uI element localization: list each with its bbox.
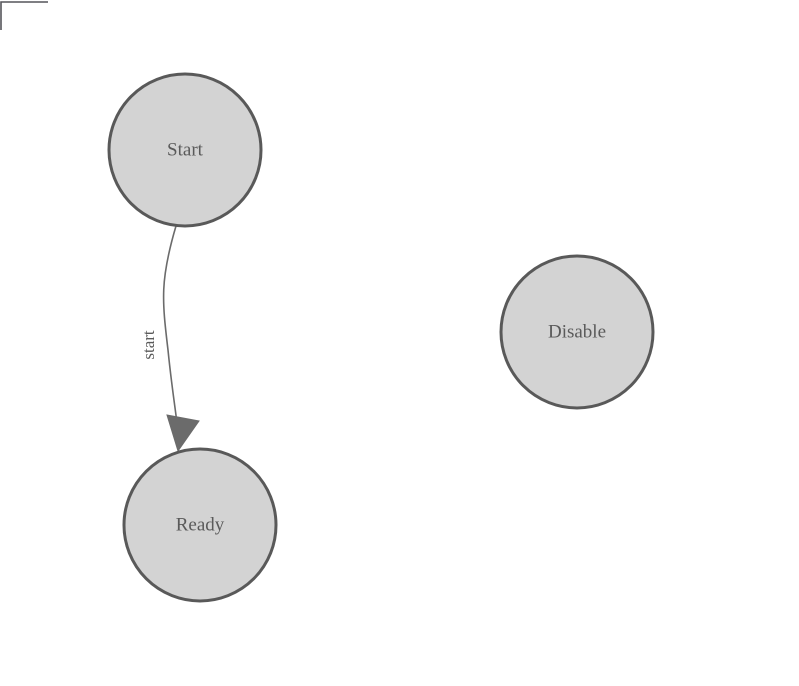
node-ready-label: Ready (176, 514, 225, 535)
node-start-label: Start (167, 139, 204, 160)
node-start[interactable]: Start (107, 72, 263, 228)
node-ready[interactable]: Ready (122, 447, 278, 603)
edge-label-start: start (139, 330, 158, 360)
node-start-circle (107, 72, 263, 228)
node-disable-label: Disable (548, 321, 606, 342)
edge-path (162, 225, 179, 433)
edge-arrowhead-icon (166, 414, 200, 453)
top-left-corner-bracket-icon (0, 1, 48, 30)
edge-start-to-ready[interactable]: start (139, 225, 200, 453)
node-disable[interactable]: Disable (499, 254, 655, 410)
node-ready-circle (122, 447, 278, 603)
node-disable-circle (499, 254, 655, 410)
